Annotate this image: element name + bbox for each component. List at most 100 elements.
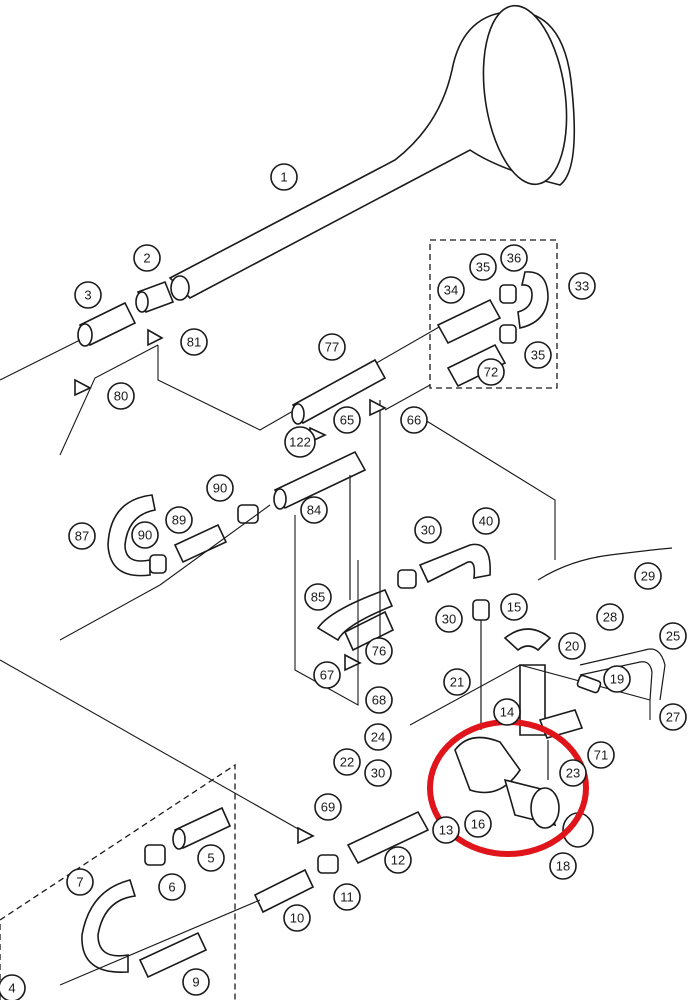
- callout-circle: [437, 276, 465, 304]
- callout-number: 65: [340, 413, 354, 428]
- callout-30b: 30: [435, 605, 463, 633]
- callout-circle: [74, 281, 102, 309]
- callout-circle: [500, 244, 528, 272]
- callout-circle: [270, 163, 298, 191]
- lower-left-assembly: [0, 659, 430, 1000]
- callout-number: 25: [666, 629, 680, 644]
- callout-21: 21: [443, 668, 471, 696]
- callout-12: 12: [384, 846, 412, 874]
- callout-6: 6: [158, 873, 186, 901]
- callout-5: 5: [197, 844, 225, 872]
- callout-circle: [318, 333, 346, 361]
- callout-circle: [469, 253, 497, 281]
- callout-number: 40: [479, 514, 493, 529]
- callout-30c: 30: [364, 759, 392, 787]
- callout-76: 76: [365, 637, 393, 665]
- callout-84: 84: [300, 496, 328, 524]
- callout-number: 7: [76, 875, 83, 890]
- callout-circle: [158, 873, 186, 901]
- callout-circle: [603, 665, 631, 693]
- callout-number: 22: [340, 755, 354, 770]
- callout-number: 4: [8, 981, 15, 996]
- callout-number: 77: [325, 340, 339, 355]
- callout-30a: 30: [414, 516, 442, 544]
- callout-circle: [559, 759, 587, 787]
- callout-circle: [182, 968, 210, 996]
- callout-number: 68: [372, 693, 386, 708]
- assembly-33-box: [384, 239, 558, 560]
- callout-35a: 35: [469, 253, 497, 281]
- callout-number: 9: [192, 975, 199, 990]
- callout-3: 3: [74, 281, 102, 309]
- callout-24: 24: [364, 723, 392, 751]
- callout-circle: [568, 272, 596, 300]
- callout-number: 33: [575, 279, 589, 294]
- callout-circle: [659, 622, 687, 650]
- callout-number: 19: [610, 672, 624, 687]
- callout-number: 15: [507, 600, 521, 615]
- callout-number: 21: [450, 675, 464, 690]
- callout-circle: [596, 603, 624, 631]
- callout-circle: [131, 521, 159, 549]
- callout-28: 28: [596, 603, 624, 631]
- callout-65: 65: [333, 406, 361, 434]
- callout-66: 66: [400, 406, 428, 434]
- callout-number: 30: [371, 766, 385, 781]
- callout-number: 12: [391, 853, 405, 868]
- callout-number: 16: [471, 817, 485, 832]
- callout-circle: [314, 793, 342, 821]
- callout-34: 34: [437, 276, 465, 304]
- callout-circle: [384, 846, 412, 874]
- callout-36: 36: [500, 244, 528, 272]
- callout-circle: [333, 883, 361, 911]
- callout-number: 81: [187, 335, 201, 350]
- callout-circle: [284, 426, 316, 458]
- hose-29: [537, 547, 673, 581]
- valve-assembly: [409, 628, 651, 848]
- callout-circle: [493, 698, 521, 726]
- callout-19: 19: [603, 665, 631, 693]
- callout-number: 29: [641, 569, 655, 584]
- left-u-pipe: [59, 494, 271, 641]
- callout-number: 87: [75, 529, 89, 544]
- callout-number: 89: [172, 513, 186, 528]
- callout-89: 89: [165, 506, 193, 534]
- callout-number: 72: [484, 365, 498, 380]
- callout-number: 66: [407, 413, 421, 428]
- callout-72: 72: [477, 358, 505, 386]
- callout-number: 35: [531, 348, 545, 363]
- callout-80: 80: [107, 382, 135, 410]
- callout-circle: [558, 632, 586, 660]
- callout-circle: [0, 974, 26, 1000]
- callout-number: 14: [500, 705, 514, 720]
- callout-33: 33: [568, 272, 596, 300]
- right-u-pipe: [397, 543, 491, 730]
- callout-circle: [107, 382, 135, 410]
- middle-pipes: [273, 358, 395, 706]
- callout-27: 27: [659, 703, 687, 731]
- callout-circle: [477, 358, 505, 386]
- callout-68: 68: [365, 686, 393, 714]
- callout-13: 13: [432, 816, 460, 844]
- callout-number: 85: [311, 590, 325, 605]
- callout-85: 85: [304, 583, 332, 611]
- callout-circle: [414, 516, 442, 544]
- callout-11: 11: [333, 883, 361, 911]
- callout-number: 27: [666, 710, 680, 725]
- callout-circle: [435, 605, 463, 633]
- callout-18: 18: [549, 852, 577, 880]
- callout-16: 16: [464, 810, 492, 838]
- callout-35b: 35: [524, 341, 552, 369]
- callout-71: 71: [587, 741, 615, 769]
- callout-number: 3: [84, 288, 91, 303]
- callout-circle: [472, 507, 500, 535]
- callout-circle: [133, 244, 161, 272]
- callout-number: 2: [143, 251, 150, 266]
- callout-number: 67: [320, 668, 334, 683]
- callout-circle: [432, 816, 460, 844]
- callout-number: 1: [280, 170, 287, 185]
- callout-number: 18: [556, 859, 570, 874]
- callout-circle: [68, 522, 96, 550]
- callout-circle: [333, 406, 361, 434]
